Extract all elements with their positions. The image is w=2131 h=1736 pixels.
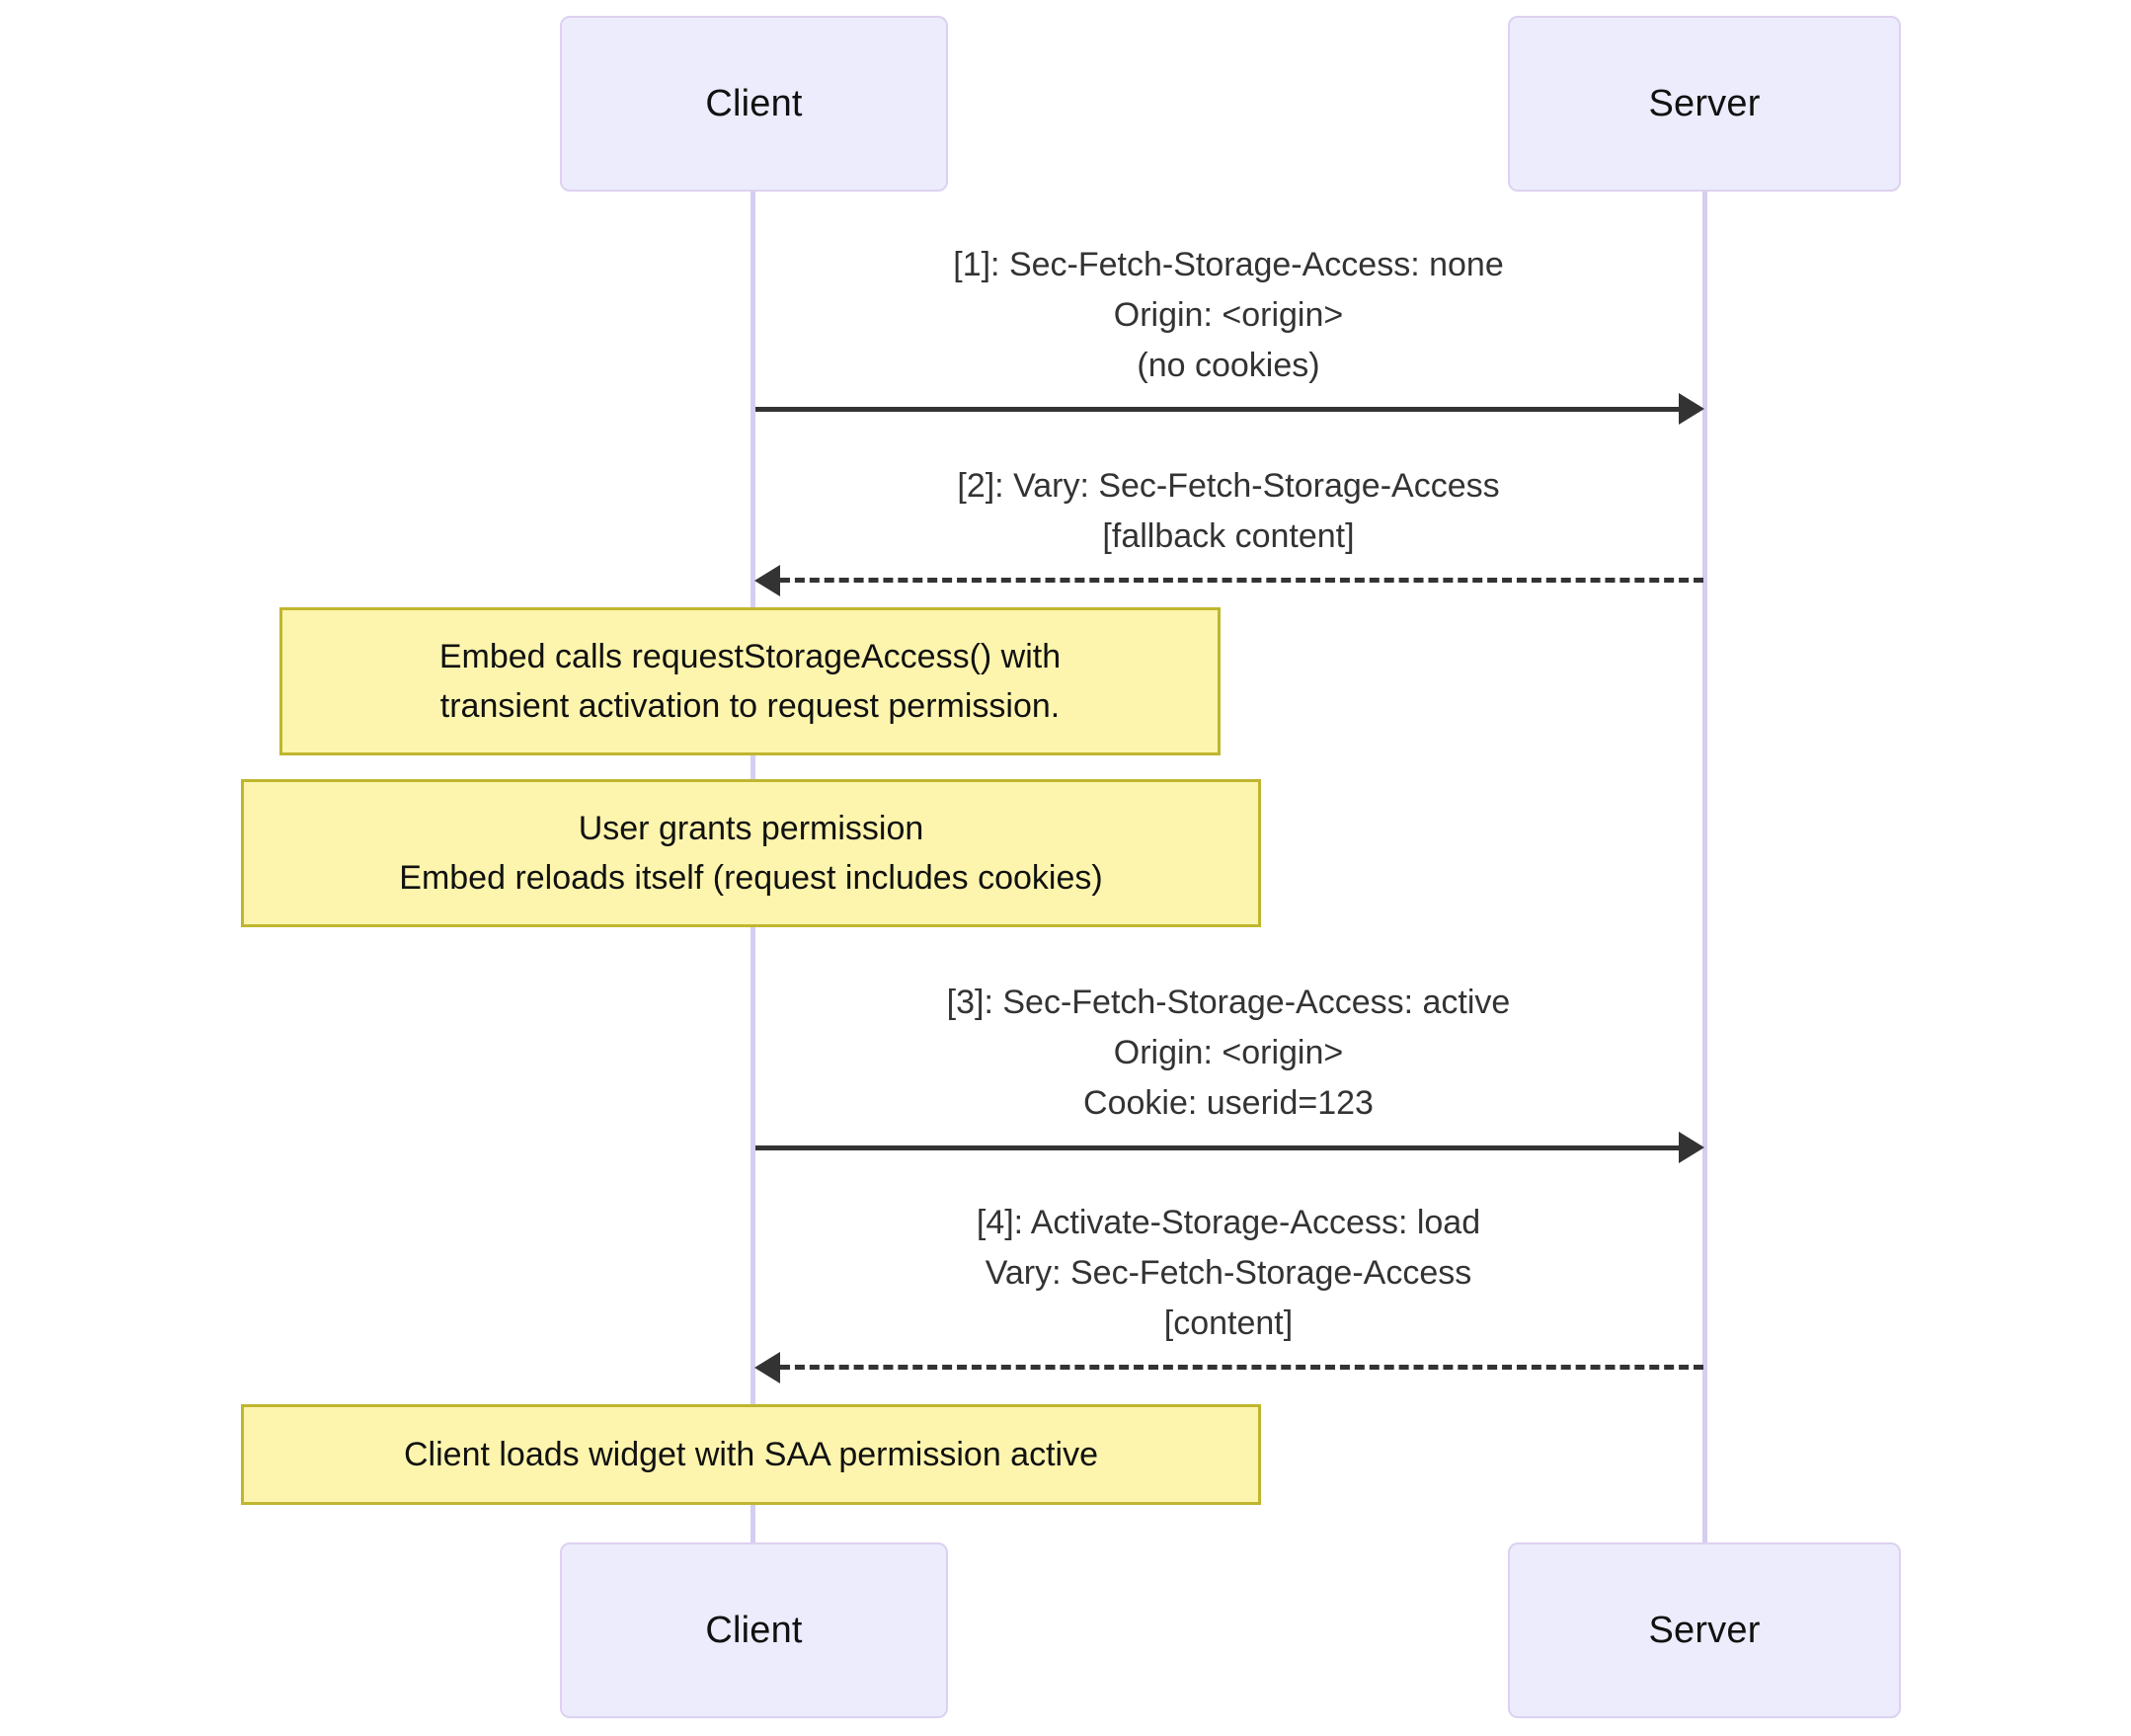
message-label-4: [4]: Activate-Storage-Access: load Vary:… (755, 1198, 1701, 1349)
participant-client-top[interactable]: Client (560, 16, 948, 192)
message-label-1: [1]: Sec-Fetch-Storage-Access: none Orig… (755, 240, 1701, 391)
message-line: [content] (1163, 1304, 1294, 1342)
message-label-3: [3]: Sec-Fetch-Storage-Access: active Or… (755, 978, 1701, 1129)
participant-client-bottom[interactable]: Client (560, 1542, 948, 1718)
participant-label: Client (705, 1609, 803, 1651)
participant-label: Server (1648, 82, 1761, 124)
message-line: Origin: <origin> (1113, 296, 1344, 334)
message-line: Vary: Sec-Fetch-Storage-Access (985, 1254, 1472, 1292)
arrowhead-right-icon (1679, 393, 1704, 425)
message-label-2: [2]: Vary: Sec-Fetch-Storage-Access [fal… (755, 461, 1701, 562)
note-line: transient activation to request permissi… (439, 687, 1061, 725)
note-line: Embed reloads itself (request includes c… (399, 859, 1103, 897)
participant-server-top[interactable]: Server (1508, 16, 1901, 192)
note-line: Client loads widget with SAA permission … (404, 1436, 1098, 1473)
message-line: [3]: Sec-Fetch-Storage-Access: active (946, 984, 1511, 1021)
arrowhead-left-icon (754, 1352, 780, 1383)
arrowhead-left-icon (754, 565, 780, 596)
note-over-client-1: Embed calls requestStorageAccess() with … (279, 607, 1221, 755)
note-line: Embed calls requestStorageAccess() with (438, 638, 1062, 675)
note-line: User grants permission (578, 810, 924, 847)
message-line: (no cookies) (1137, 347, 1320, 384)
participant-label: Server (1648, 1609, 1761, 1651)
note-over-client-2: User grants permission Embed reloads its… (241, 779, 1261, 927)
message-arrow-1 (755, 407, 1684, 412)
message-line: Cookie: userid=123 (1083, 1084, 1374, 1122)
lifeline-server (1702, 190, 1707, 1562)
arrowhead-right-icon (1679, 1132, 1704, 1163)
message-arrow-2 (780, 578, 1703, 583)
participant-label: Client (705, 82, 803, 124)
message-line: [4]: Activate-Storage-Access: load (976, 1204, 1481, 1241)
message-line: [1]: Sec-Fetch-Storage-Access: none (953, 246, 1504, 283)
note-over-client-3: Client loads widget with SAA permission … (241, 1404, 1261, 1505)
message-arrow-3 (755, 1145, 1684, 1150)
message-line: Origin: <origin> (1113, 1034, 1344, 1071)
message-line: [2]: Vary: Sec-Fetch-Storage-Access (957, 467, 1500, 505)
message-arrow-4 (780, 1365, 1703, 1370)
participant-server-bottom[interactable]: Server (1508, 1542, 1901, 1718)
message-line: [fallback content] (1102, 517, 1355, 555)
